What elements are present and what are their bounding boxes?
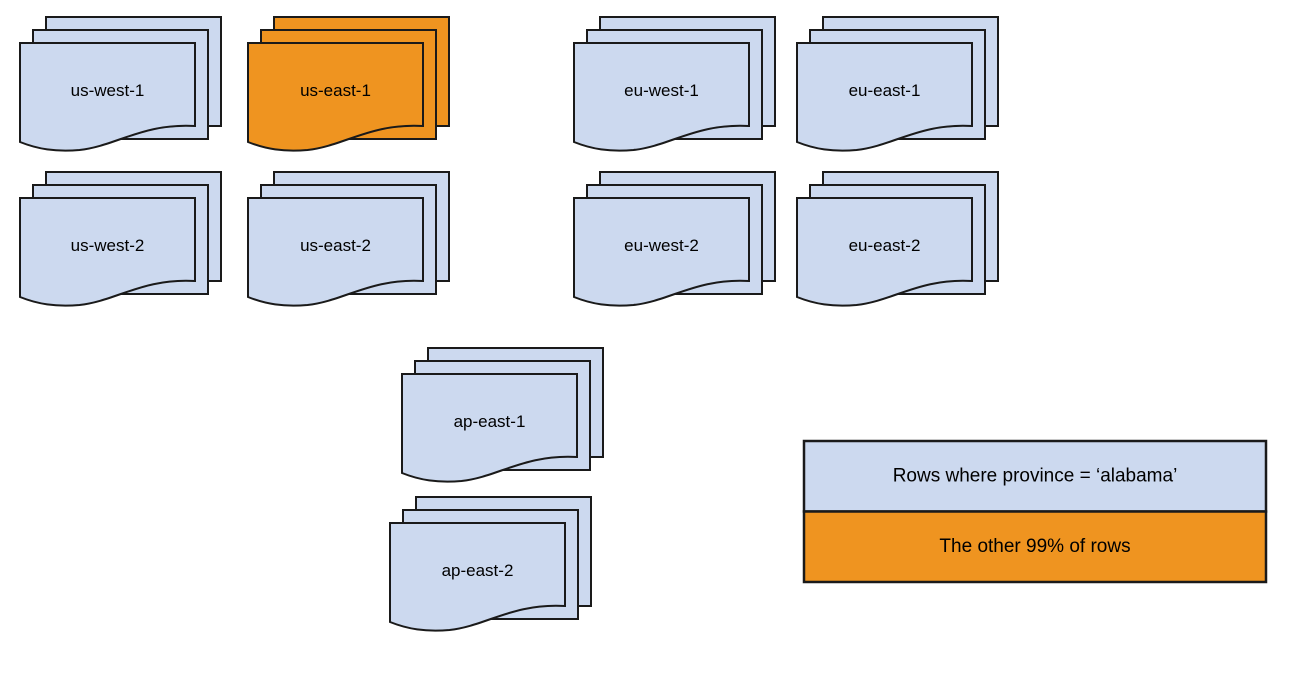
stack-sheet-front [19,197,196,307]
document-stacks-group: us-west-1 us-east-1 eu-west-1 eu-east-1 us-w… [19,16,999,632]
legend-orange-row-text: The other 99% of rows [939,536,1130,557]
document-stack-us-east-1[interactable]: us-east-1 [247,16,450,152]
stack-label-eu-west-2: eu-west-2 [624,236,699,255]
stack-sheet-front [247,197,424,307]
stack-label-ap-east-2: ap-east-2 [442,561,514,580]
stack-sheet-front [573,42,750,152]
stack-sheet-front [796,42,973,152]
stack-sheet-front [401,373,578,483]
stack-label-us-east-2: us-east-2 [300,236,371,255]
stack-label-us-west-1: us-west-1 [71,81,145,100]
stack-label-ap-east-1: ap-east-1 [454,412,526,431]
document-stack-eu-east-2[interactable]: eu-east-2 [796,171,999,307]
stack-label-eu-west-1: eu-west-1 [624,81,699,100]
stack-label-us-west-2: us-west-2 [71,236,145,255]
document-stack-ap-east-1[interactable]: ap-east-1 [401,347,604,483]
document-stack-eu-west-1[interactable]: eu-west-1 [573,16,776,152]
document-stack-us-west-2[interactable]: us-west-2 [19,171,222,307]
legend-orange-row: The other 99% of rows [802,510,1268,584]
legend-blue-row-swatch [802,439,1268,513]
stack-sheet-front [247,42,424,152]
stack-label-eu-east-1: eu-east-1 [849,81,921,100]
stack-sheet-front [389,522,566,632]
legend-orange-row-swatch [802,510,1268,584]
document-stack-us-west-1[interactable]: us-west-1 [19,16,222,152]
stack-label-us-east-1: us-east-1 [300,81,371,100]
document-stack-eu-east-1[interactable]: eu-east-1 [796,16,999,152]
legend-blue-row: Rows where province = ‘alabama’ [802,439,1268,513]
stack-sheet-front [19,42,196,152]
document-stack-eu-west-2[interactable]: eu-west-2 [573,171,776,307]
stack-label-eu-east-2: eu-east-2 [849,236,921,255]
document-stack-ap-east-2[interactable]: ap-east-2 [389,496,592,632]
legend-blue-row-text: Rows where province = ‘alabama’ [893,465,1178,486]
legend-group: Rows where province = ‘alabama’ The other… [802,439,1268,584]
document-stack-us-east-2[interactable]: us-east-2 [247,171,450,307]
stack-sheet-front [573,197,750,307]
stack-sheet-front [796,197,973,307]
